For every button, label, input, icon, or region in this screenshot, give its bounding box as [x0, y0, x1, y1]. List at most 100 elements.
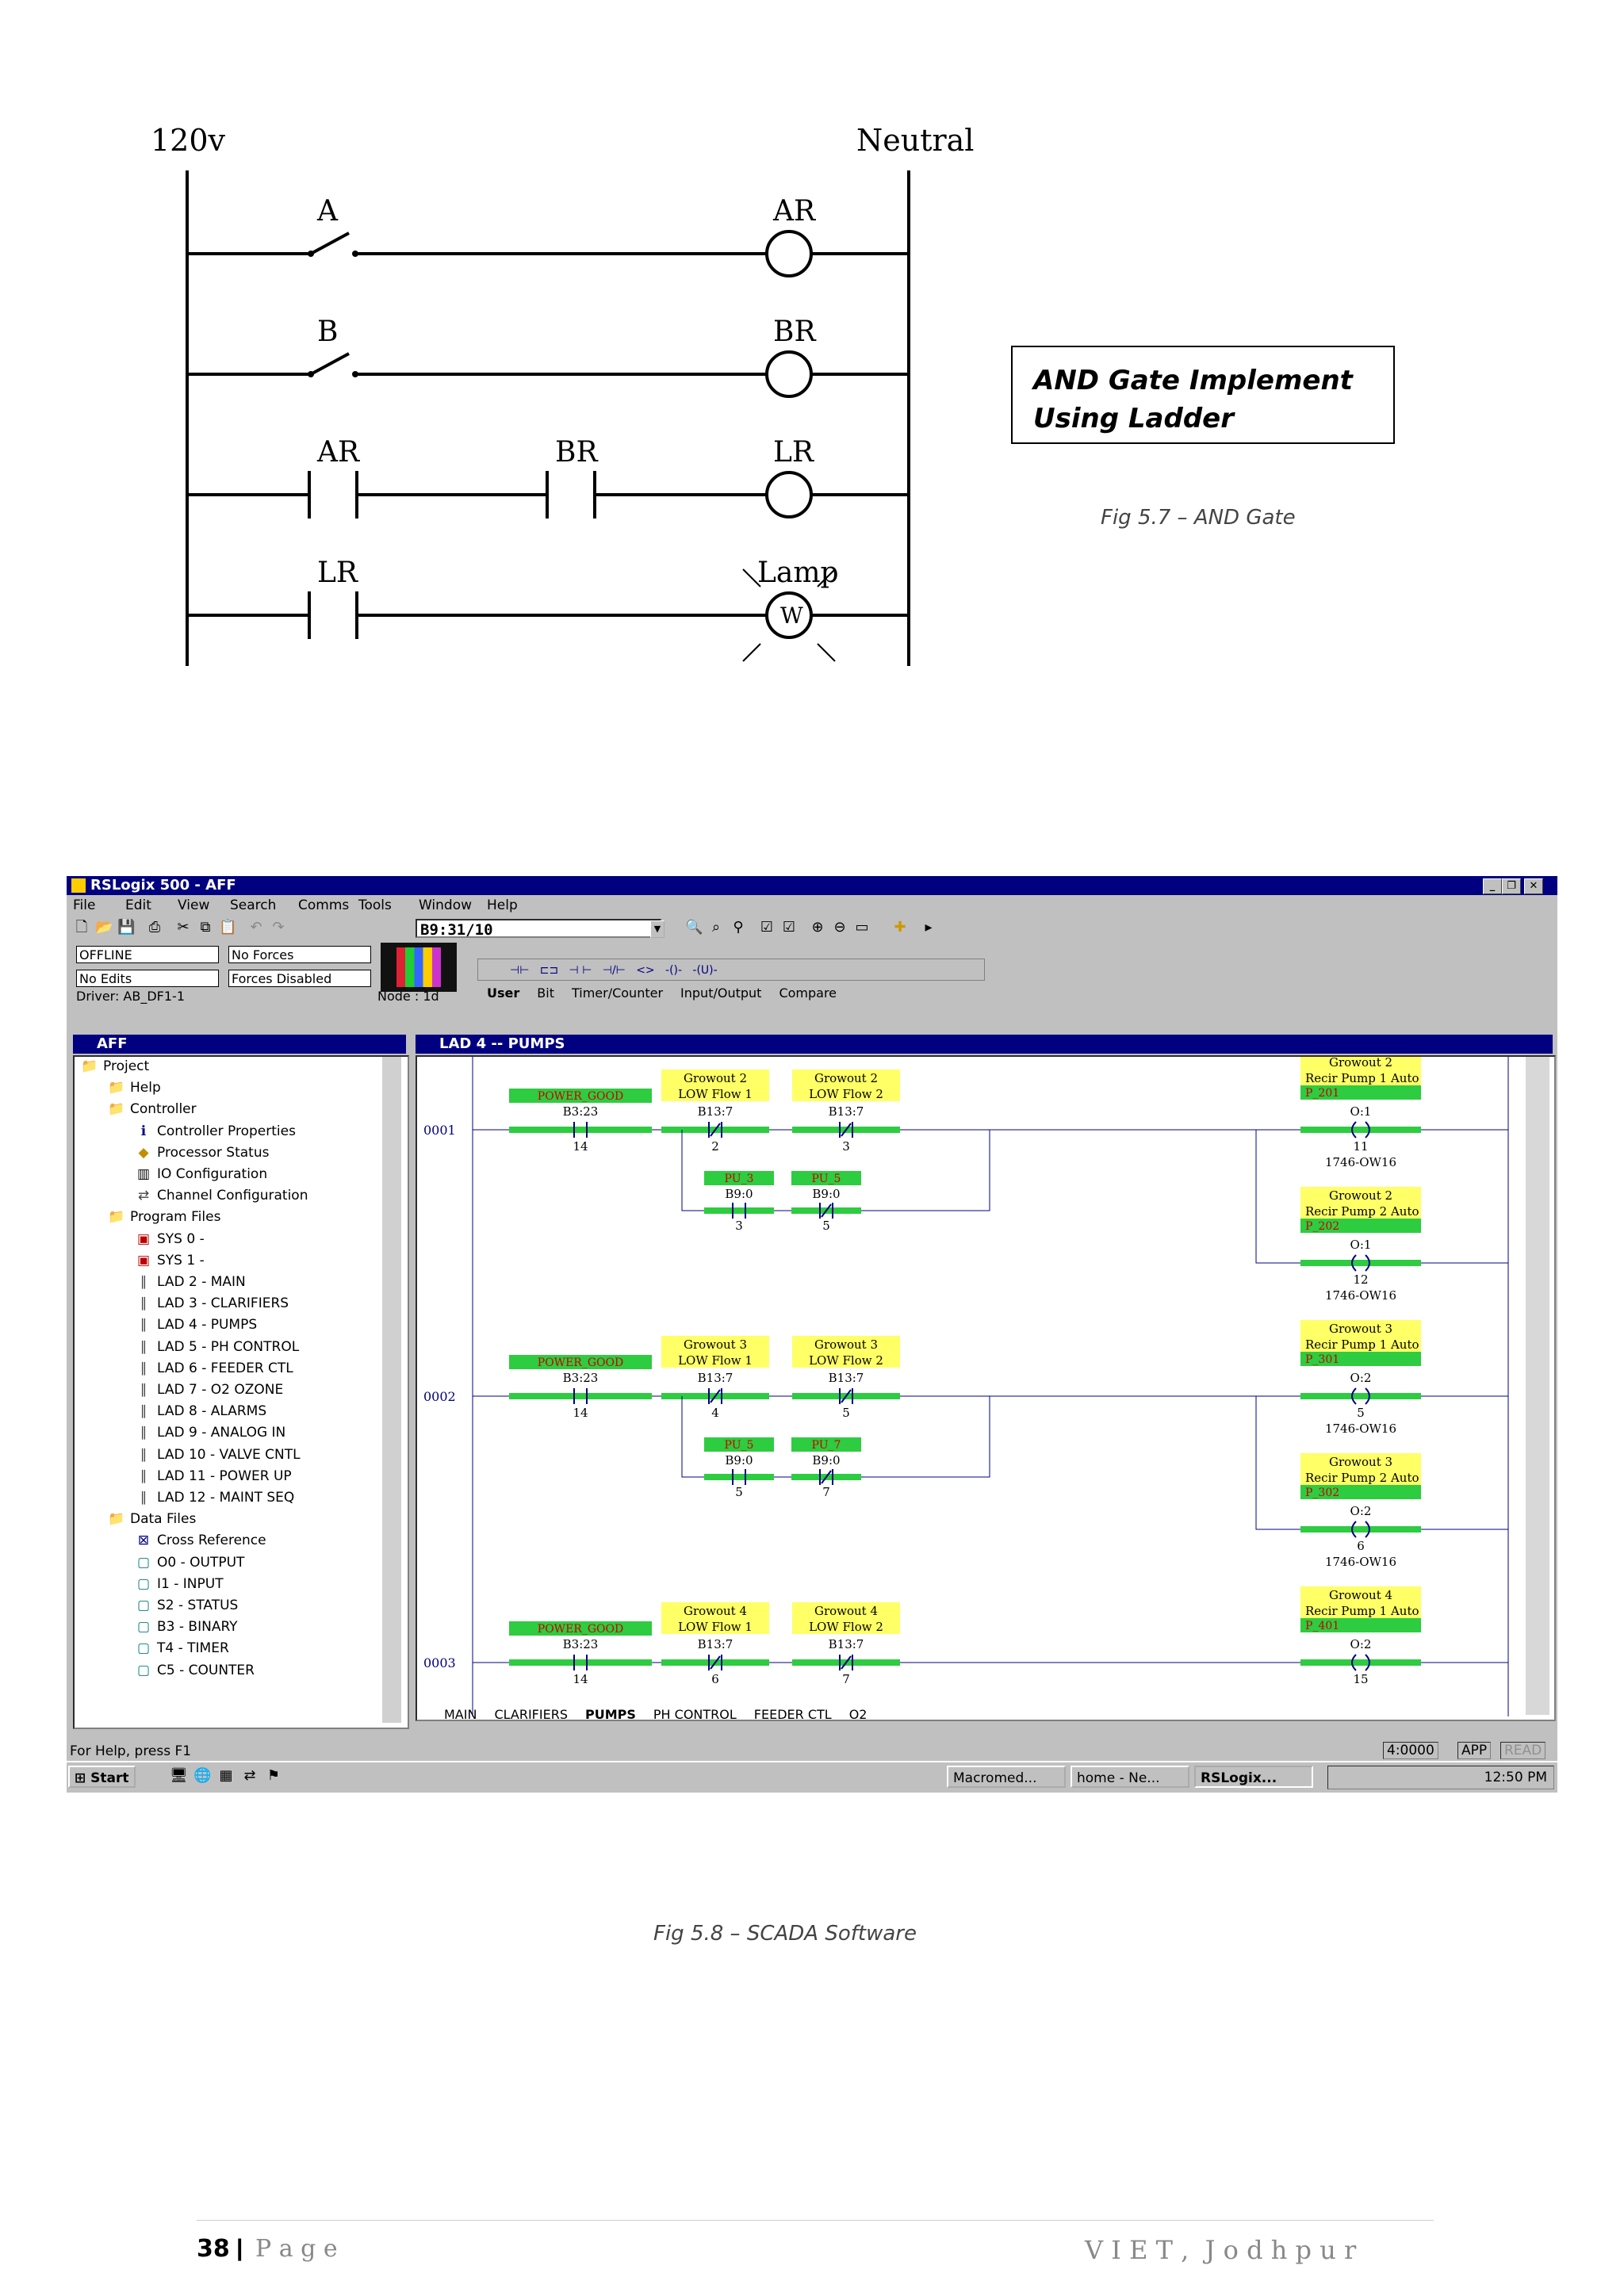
tree-item[interactable]: ▢C5 - COUNTER: [135, 1663, 255, 1678]
tree-item[interactable]: ◆Processor Status: [135, 1145, 269, 1161]
menu-file[interactable]: File: [73, 897, 96, 913]
tree-item[interactable]: ▢I1 - INPUT: [135, 1576, 224, 1592]
tree-item[interactable]: ∥LAD 7 - O2 OZONE: [135, 1382, 283, 1398]
tree-item[interactable]: ∥LAD 4 - PUMPS: [135, 1317, 257, 1333]
data-icon: ▢: [136, 1619, 151, 1636]
restore-button[interactable]: ❐: [1502, 878, 1521, 894]
tree-item[interactable]: ▥IO Configuration: [135, 1166, 267, 1182]
tree-item[interactable]: 📁Controller: [108, 1101, 196, 1117]
task-macromedia[interactable]: Macromed...: [947, 1766, 1066, 1788]
contact-description: Growout 4: [814, 1604, 878, 1618]
tree-item[interactable]: ∥LAD 9 - ANALOG IN: [135, 1425, 286, 1441]
tree-item[interactable]: ∥LAD 11 - POWER UP: [135, 1468, 292, 1484]
output-coil[interactable]: [1351, 1254, 1370, 1272]
verify-project-icon[interactable]: ☑: [782, 919, 796, 936]
tree-item[interactable]: ▣SYS 1 -: [135, 1253, 205, 1269]
add-rung-icon[interactable]: ✚: [894, 919, 906, 936]
instr-tab-input-output[interactable]: Input/Output: [680, 985, 762, 1001]
open-file-icon[interactable]: 📂: [95, 919, 113, 936]
address-combo[interactable]: B9:31/10: [416, 919, 661, 939]
tag-highlight: [791, 1171, 861, 1185]
print-icon[interactable]: ⎙: [148, 919, 161, 936]
tree-scrollbar[interactable]: [382, 1057, 401, 1723]
quicklaunch-browser-icon[interactable]: 🌐: [193, 1767, 212, 1784]
tree-item[interactable]: ⇄Channel Configuration: [135, 1188, 308, 1203]
tree-item[interactable]: ▢B3 - BINARY: [135, 1619, 238, 1635]
relay-coil: [765, 471, 813, 519]
quicklaunch-desktop-icon[interactable]: 🖥: [170, 1767, 188, 1784]
instr-tab-bit[interactable]: Bit: [537, 985, 554, 1001]
paste-icon[interactable]: 📋: [219, 919, 237, 936]
undo-icon[interactable]: ↶: [250, 919, 262, 936]
task-rslogix[interactable]: RSLogix...: [1194, 1766, 1313, 1788]
file-tab-clarifiers[interactable]: CLARIFIERS: [494, 1707, 568, 1722]
file-tab-o2[interactable]: O2: [848, 1707, 868, 1722]
output-coil[interactable]: [1351, 1654, 1370, 1671]
search-icon[interactable]: 🔍: [685, 919, 703, 936]
mode-field[interactable]: OFFLINE: [76, 946, 219, 963]
and-box-line2: Using Ladder: [1033, 403, 1234, 434]
file-tab-feeder-ctl[interactable]: FEEDER CTL: [753, 1707, 832, 1722]
tree-item[interactable]: ∥LAD 2 - MAIN: [135, 1274, 246, 1290]
verify-file-icon[interactable]: ☑: [760, 919, 774, 936]
file-tab-pumps[interactable]: PUMPS: [584, 1707, 636, 1722]
edits-field[interactable]: No Edits: [76, 970, 219, 987]
tree-item[interactable]: ∥LAD 5 - PH CONTROL: [135, 1339, 299, 1355]
tree-item[interactable]: ▢O0 - OUTPUT: [135, 1555, 244, 1571]
menu-window[interactable]: Window: [419, 897, 473, 913]
tree-item[interactable]: ∥LAD 8 - ALARMS: [135, 1403, 266, 1419]
instr-tab-compare[interactable]: Compare: [779, 985, 837, 1001]
tree-item[interactable]: 📁Help: [108, 1080, 160, 1096]
file-tab-ph-control[interactable]: PH CONTROL: [653, 1707, 737, 1722]
minimize-button[interactable]: _: [1483, 878, 1502, 894]
save-icon[interactable]: 💾: [117, 919, 136, 936]
tree-item[interactable]: ∥LAD 12 - MAINT SEQ: [135, 1490, 295, 1506]
instr-tab-timer-counter[interactable]: Timer/Counter: [571, 985, 664, 1001]
redo-icon[interactable]: ↷: [272, 919, 285, 936]
menu-help[interactable]: Help: [487, 897, 518, 913]
start-button[interactable]: ⊞ Start: [68, 1766, 136, 1788]
output-coil[interactable]: [1351, 1521, 1370, 1538]
address-dropdown-arrow-icon[interactable]: ▼: [650, 920, 665, 938]
zoom-in-icon[interactable]: ⊕: [811, 919, 824, 936]
forces-state-field[interactable]: Forces Disabled: [228, 970, 371, 987]
new-file-icon[interactable]: 🗋: [75, 919, 88, 936]
zoom-out-icon[interactable]: ⊖: [833, 919, 846, 936]
quicklaunch-rslinx-icon[interactable]: ⚑: [266, 1767, 281, 1784]
copy-icon[interactable]: ⧉: [200, 919, 211, 936]
play-icon[interactable]: ▸: [925, 919, 933, 936]
tree-item[interactable]: ▣SYS 0 -: [135, 1231, 205, 1247]
tree-item[interactable]: ⊠Cross Reference: [135, 1533, 266, 1548]
quicklaunch-app-icon[interactable]: ▦: [219, 1767, 233, 1784]
task-home[interactable]: home - Ne...: [1071, 1766, 1189, 1788]
tree-item[interactable]: ∥LAD 3 - CLARIFIERS: [135, 1295, 289, 1311]
tree-item[interactable]: ▢S2 - STATUS: [135, 1598, 238, 1613]
find-all-icon[interactable]: ⌕: [711, 919, 721, 936]
window-icon[interactable]: ▭: [855, 919, 869, 936]
output-coil[interactable]: [1351, 1387, 1370, 1405]
instr-tab-user[interactable]: User: [487, 985, 520, 1001]
menu-view[interactable]: View: [178, 897, 210, 913]
status-app: APP: [1457, 1742, 1492, 1759]
forces-field[interactable]: No Forces: [228, 946, 371, 963]
tree-item[interactable]: 📁Project: [81, 1058, 149, 1074]
tree-item[interactable]: ∥LAD 10 - VALVE CNTL: [135, 1447, 301, 1463]
menu-comms[interactable]: Comms: [298, 897, 350, 913]
cut-icon[interactable]: ✂: [177, 919, 190, 936]
tree-item[interactable]: 📁Data Files: [108, 1511, 196, 1527]
instruction-palette[interactable]: ⊣⊢ ⊏⊐ ⊣ ⊢ ⊣/⊢ <> -()- -(U)-: [477, 959, 985, 981]
menu-edit[interactable]: Edit: [125, 897, 151, 913]
file-tab-main[interactable]: MAIN: [444, 1707, 477, 1722]
tree-item[interactable]: 📁Program Files: [108, 1209, 220, 1225]
quicklaunch-channel-icon[interactable]: ⇄: [243, 1767, 256, 1784]
tree-item[interactable]: ▢T4 - TIMER: [135, 1640, 229, 1656]
ladder-scrollbar[interactable]: [1526, 1057, 1549, 1715]
output-coil[interactable]: [1351, 1121, 1370, 1138]
menu-search[interactable]: Search: [230, 897, 277, 913]
tree-item[interactable]: ∥LAD 6 - FEEDER CTL: [135, 1360, 293, 1376]
binoculars-icon[interactable]: ⚲: [733, 919, 744, 936]
close-button[interactable]: ✕: [1524, 878, 1543, 894]
menu-tools[interactable]: Tools: [358, 897, 392, 913]
